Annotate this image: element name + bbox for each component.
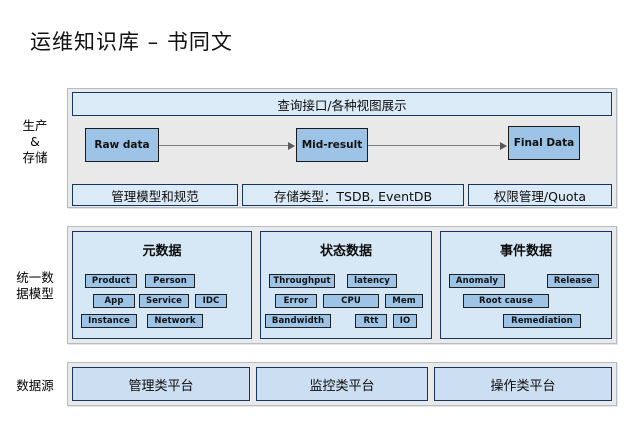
- row-label-data-source: 数据源: [16, 378, 54, 393]
- model-tag-event-data-anomaly[interactable]: Anomaly: [449, 274, 505, 288]
- data-source-management-platform[interactable]: 管理类平台: [72, 367, 250, 401]
- model-tag-event-data-remediation[interactable]: Remediation: [503, 314, 581, 328]
- model-tag-state-data-error[interactable]: Error: [275, 294, 317, 308]
- model-tag-metadata-instance[interactable]: Instance: [81, 314, 137, 328]
- flow-box-mid-result[interactable]: Mid-result: [296, 128, 368, 162]
- strip-management-model[interactable]: 管理模型和规范: [72, 184, 238, 206]
- model-column-state-data-title: 状态数据: [319, 244, 372, 259]
- strip-permission-quota[interactable]: 权限管理/Quota: [468, 184, 612, 206]
- model-tag-event-data-release[interactable]: Release: [547, 274, 599, 288]
- model-tag-state-data-mem[interactable]: Mem: [385, 294, 423, 308]
- model-column-event-data-title: 事件数据: [499, 244, 552, 259]
- model-column-metadata-title: 元数据: [142, 244, 182, 259]
- row-label-data-model-line-2: 据模型: [16, 286, 54, 301]
- flow-arrow-raw-to-mid: [159, 141, 295, 150]
- data-source-monitoring-platform[interactable]: 监控类平台: [256, 367, 428, 401]
- model-tag-event-data-root-cause[interactable]: Root cause: [463, 294, 549, 308]
- row-label-production-line-2: &: [30, 134, 40, 149]
- model-tag-metadata-network[interactable]: Network: [147, 314, 203, 328]
- model-tag-metadata-person[interactable]: Person: [145, 274, 195, 288]
- row-label-production-line-3: 存储: [22, 150, 48, 165]
- row-label-production: 生产 & 存储: [4, 118, 66, 166]
- flow-box-final-data[interactable]: Final Data: [508, 126, 580, 160]
- model-tag-state-data-rtt[interactable]: Rtt: [355, 314, 387, 328]
- model-tag-state-data-throughput[interactable]: Throughput: [269, 274, 335, 288]
- model-tag-state-data-io[interactable]: IO: [393, 314, 417, 328]
- model-tag-metadata-app[interactable]: App: [93, 294, 135, 308]
- page-title: 运维知识库 – 书同文: [30, 30, 233, 54]
- row-label-data-model: 统一数 据模型: [4, 270, 66, 302]
- query-interface-bar[interactable]: 查询接口/各种视图展示: [72, 92, 612, 116]
- row-label-data-model-line-1: 统一数: [16, 270, 54, 285]
- model-tag-state-data-bandwidth[interactable]: Bandwidth: [265, 314, 331, 328]
- flow-box-raw-data[interactable]: Raw data: [85, 128, 159, 162]
- model-tag-metadata-product[interactable]: Product: [85, 274, 137, 288]
- model-tag-state-data-latency[interactable]: latency: [347, 274, 397, 288]
- model-tag-metadata-idc[interactable]: IDC: [195, 294, 227, 308]
- row-label-production-line-1: 生产: [22, 118, 48, 133]
- data-source-operation-platform[interactable]: 操作类平台: [434, 367, 612, 401]
- strip-storage-type[interactable]: 存储类型：TSDB, EventDB: [242, 184, 464, 206]
- flow-arrow-mid-to-final: [368, 141, 507, 150]
- model-tag-metadata-service[interactable]: Service: [139, 294, 189, 308]
- model-tag-state-data-cpu[interactable]: CPU: [323, 294, 379, 308]
